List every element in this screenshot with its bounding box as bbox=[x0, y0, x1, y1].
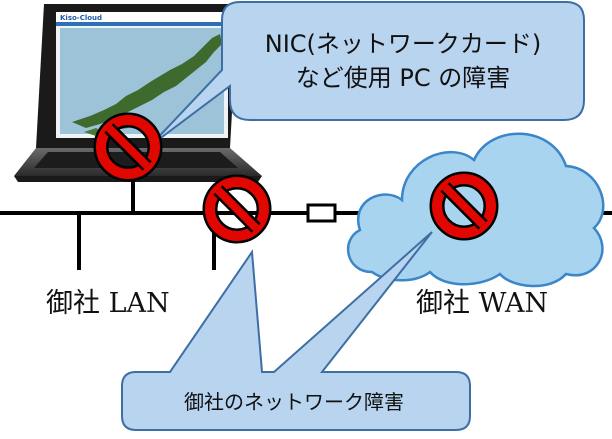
japan-map-shape bbox=[72, 34, 222, 128]
network-fault-callout bbox=[121, 231, 471, 431]
no-entry-sign-icon bbox=[210, 182, 264, 236]
pc-fault-callout bbox=[149, 1, 585, 147]
laptop-app-title: Kiso-Cloud bbox=[60, 14, 102, 22]
pc-fault-label-line2: など使用 PC の障害 bbox=[296, 64, 511, 92]
network-fault-label: 御社のネットワーク障害 bbox=[184, 390, 404, 414]
lan-label: 御社 LAN bbox=[46, 288, 170, 319]
laptop-icon: Kiso-Cloud bbox=[14, 4, 262, 182]
wan-label: 御社 WAN bbox=[416, 288, 548, 319]
pc-fault-label-line1: NIC(ネットワークカード) bbox=[265, 30, 542, 58]
router-icon bbox=[306, 203, 337, 223]
